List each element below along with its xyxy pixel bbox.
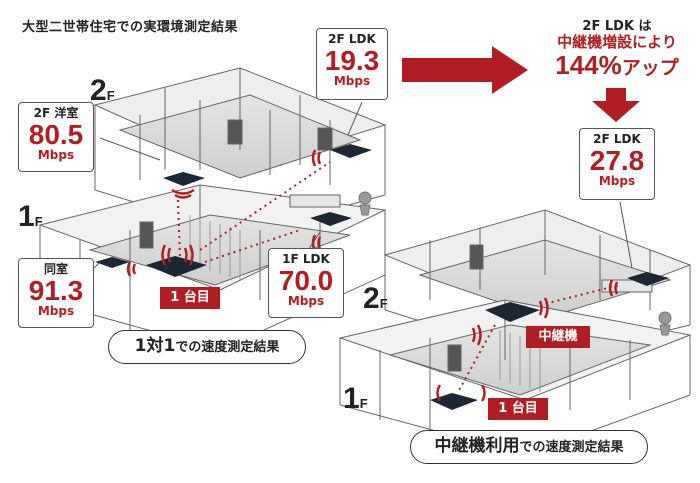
left-house-2f <box>93 67 387 236</box>
left-caption: 1対1での速度測定結果 <box>108 330 306 364</box>
callout-2f-youshitsu: 2F 洋室 80.5 Mbps <box>18 102 94 172</box>
callout-same-room: 同室 91.3 Mbps <box>18 258 94 328</box>
floor-label-2f-left: 2F <box>90 74 115 107</box>
relay-tag: 中継機 <box>526 326 590 348</box>
improvement-headline: 2F LDK は 中継機増設により 144%アップ <box>555 19 679 80</box>
plant-icon <box>358 191 672 336</box>
left-signal-paths <box>177 161 331 263</box>
right-caption: 中継機利用での速度測定結果 <box>410 430 648 464</box>
callout-2f-ldk-before: 2F LDK 19.3 Mbps <box>316 28 388 100</box>
right-signal-paths <box>457 284 621 393</box>
improvement-arrow <box>402 46 640 122</box>
callout-1f-ldk: 1F LDK 70.0 Mbps <box>268 248 344 318</box>
callout-2f-ldk-after: 2F LDK 27.8 Mbps <box>579 128 655 200</box>
right-unit-tag: 1 台目 <box>488 398 548 420</box>
floor-label-2f-right: 2F <box>363 282 388 315</box>
page-title: 大型二世帯住宅での実環境測定結果 <box>22 20 239 35</box>
callout-pointers <box>91 101 633 271</box>
floor-label-1f-left: 1F <box>18 200 43 233</box>
left-unit-tag: 1 台目 <box>160 287 220 309</box>
left-signal-waves <box>126 149 322 277</box>
floor-label-1f-right: 1F <box>343 382 368 415</box>
right-devices <box>430 272 669 410</box>
